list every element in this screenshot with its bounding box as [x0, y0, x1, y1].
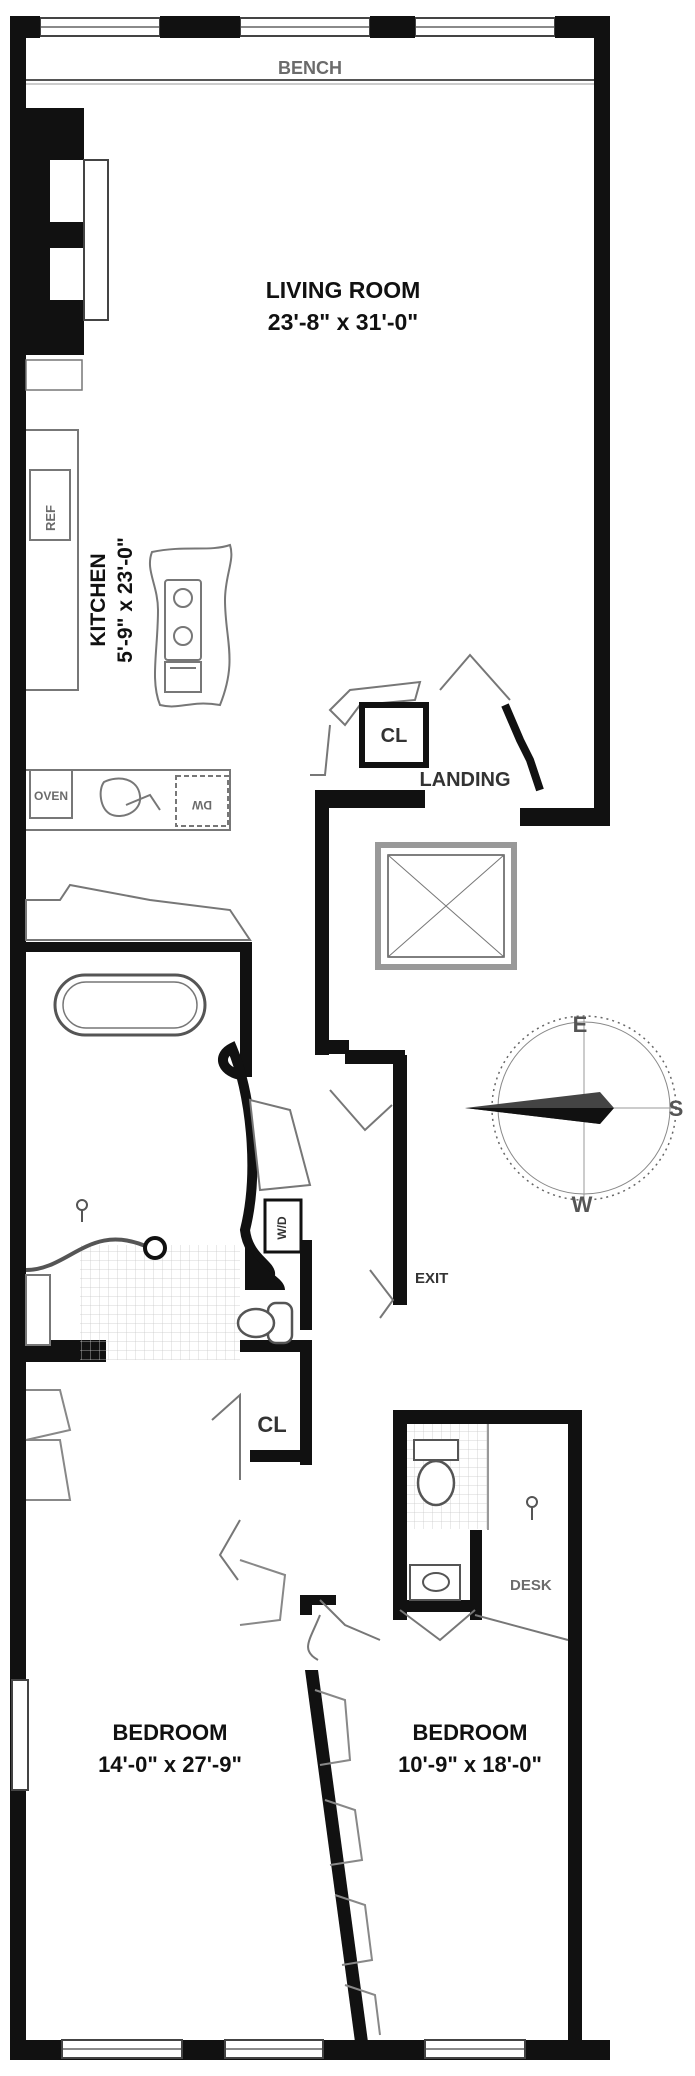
bedroom-right-name: BEDROOM — [413, 1720, 528, 1745]
closet-upper-label: CL — [381, 725, 408, 747]
bench-label: BENCH — [278, 58, 342, 78]
compass-east: E — [573, 1012, 588, 1037]
living-room-dimensions: 23'-8" x 31'-0" — [268, 309, 418, 335]
closet-lower-label: CL — [257, 1412, 286, 1437]
landing-label: LANDING — [419, 769, 510, 791]
ref-label: REF — [43, 505, 58, 531]
top-windows — [39, 17, 556, 37]
compass-south: S — [669, 1096, 684, 1121]
side-window — [11, 1679, 29, 1791]
bedroom-left-name: BEDROOM — [113, 1720, 228, 1745]
wardrobes — [25, 1389, 381, 2036]
kitchen-island — [148, 543, 233, 708]
closet-upper — [359, 702, 429, 768]
master-bath — [25, 883, 312, 1360]
compass-west: W — [572, 1192, 593, 1217]
second-bath — [407, 1424, 538, 1601]
bedroom-divider-wall — [305, 1670, 368, 2042]
doors — [211, 1089, 569, 1661]
walls — [10, 16, 610, 2060]
fireplace — [25, 108, 109, 391]
kitchen-counter — [26, 429, 231, 831]
desk-label: DESK — [510, 1577, 552, 1594]
exit-label: EXIT — [415, 1270, 448, 1287]
bottom-windows — [61, 2039, 526, 2059]
living-room-name: LIVING ROOM — [266, 277, 421, 303]
dishwasher-label: DW — [191, 798, 212, 812]
kitchen-dimensions: 5'-9" x 23'-0" — [114, 537, 137, 663]
washer-dryer-label: W/D — [275, 1216, 289, 1240]
kitchen-name: KITCHEN — [87, 553, 110, 646]
bedroom-right-dimensions: 10'-9" x 18'-0" — [398, 1752, 542, 1777]
stair-hall — [310, 653, 544, 970]
oven-label: OVEN — [34, 789, 68, 803]
compass: E S W — [465, 1012, 683, 1217]
bedroom-left-dimensions: 14'-0" x 27'-9" — [98, 1752, 242, 1777]
